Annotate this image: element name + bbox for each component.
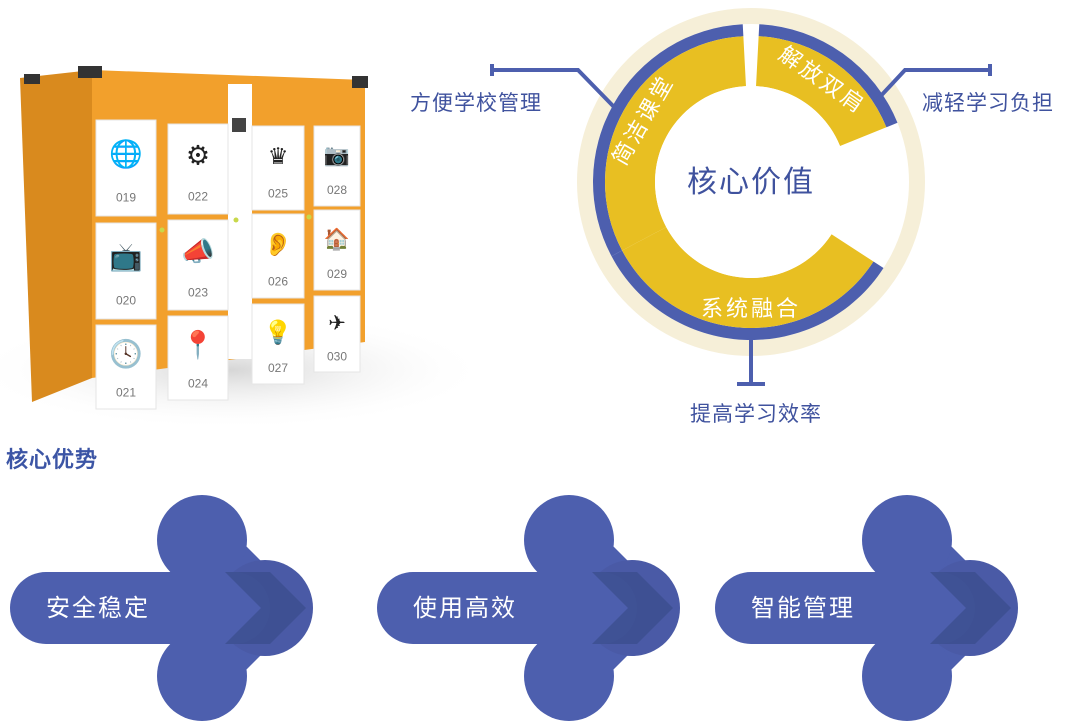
- locker-door-panel: [95, 222, 157, 320]
- arrow-shaft: [715, 572, 975, 644]
- advantage-arrow: 智能管理: [715, 495, 1018, 721]
- locker-door: 📍 024: [167, 315, 229, 401]
- advantage-label: 安全稳定: [46, 594, 150, 622]
- locker-door: 💡 027: [251, 303, 305, 385]
- locker-door-panel: [167, 219, 229, 311]
- value-label-efficiency: 提高学习效率: [690, 402, 822, 426]
- locker-door-number: 029: [327, 267, 347, 281]
- location-pin-icon: 📍: [181, 329, 215, 361]
- core-advantages-title: 核心优势: [6, 448, 99, 473]
- arrow-chevron-lower-cap: [524, 631, 614, 721]
- cabinet-corner-bracket: [352, 76, 368, 88]
- locker-door-number: 030: [327, 350, 347, 364]
- status-light: [233, 217, 239, 223]
- locker-door-number: 021: [116, 385, 136, 399]
- locker-door-panel: [167, 315, 229, 401]
- locker-door: 📣 023: [167, 219, 229, 311]
- camera-icon: 📷: [324, 143, 350, 167]
- gear-icon: ⚙: [186, 141, 210, 172]
- locker-door-panel: [251, 125, 305, 211]
- connector-line-right: [875, 68, 990, 102]
- ear-icon: 👂: [264, 231, 293, 258]
- locker-doors: 🌐 019 📺 020 🕓 021 ⚙ 022 📣 023 📍 024 ♛ 025 👂 026 💡 027 📷 028…: [95, 119, 361, 410]
- advantage-label: 使用高效: [413, 594, 517, 622]
- arrow-chevron-upper-cap: [524, 495, 614, 585]
- arrow-overlap-shade: [930, 572, 1011, 644]
- connector-line-left: [492, 68, 619, 112]
- locker-cabinet-illustration: 🌐 019 📺 020 🕓 021 ⚙ 022 📣 023 📍 024 ♛ 025 👂 026 💡 027 📷 028…: [0, 66, 490, 430]
- ring-segment-border: [758, 24, 898, 128]
- advantage-arrow: 使用高效: [377, 495, 680, 721]
- locker-door: 🌐 019: [95, 119, 157, 217]
- locker-door: 📷 028: [313, 125, 361, 207]
- locker-door-number: 023: [188, 286, 208, 300]
- locker-door-panel: [95, 324, 157, 410]
- arrow-overlap-shade: [225, 572, 306, 644]
- cabinet-side-panel: [20, 70, 92, 402]
- locker-door: 👂 026: [251, 213, 305, 299]
- garage-icon: 🏠: [324, 227, 350, 251]
- crown-icon: ♛: [268, 144, 289, 170]
- ring-segment-label: 系统融合: [701, 297, 801, 322]
- locker-door-number: 026: [268, 274, 288, 288]
- arrow-chevron-lower-cap: [157, 631, 247, 721]
- tv-play-icon: 📺: [109, 242, 143, 273]
- locker-door-number: 028: [327, 183, 347, 197]
- status-light: [306, 214, 312, 220]
- arrow-shaft: [10, 572, 270, 644]
- locker-door-number: 020: [116, 294, 136, 308]
- cabinet-corner-bracket: [78, 66, 102, 78]
- arrow-chevron-lower-cap: [862, 631, 952, 721]
- locker-door-panel: [251, 213, 305, 299]
- locker-door-number: 025: [268, 186, 288, 200]
- locker-door: 📺 020: [95, 222, 157, 320]
- locker-door-panel: [313, 295, 361, 373]
- core-value-ring-diagram: 简洁课堂解放双肩系统融合 方便学校管理 减轻学习负担 提高学习效率 核心价值: [410, 8, 1054, 426]
- ring-segment-border: [611, 250, 884, 340]
- locker-door-panel: [95, 119, 157, 217]
- locker-door: ⚙ 022: [167, 123, 229, 215]
- locker-door-panel: [251, 303, 305, 385]
- arrow-chevron-upper-cap: [157, 495, 247, 585]
- status-light: [159, 227, 165, 233]
- locker-door-panel: [313, 125, 361, 207]
- locker-door: 🏠 029: [313, 209, 361, 291]
- value-label-school-management: 方便学校管理: [410, 91, 542, 115]
- locker-door: 🕓 021: [95, 324, 157, 410]
- globe-icon: 🌐: [109, 138, 143, 170]
- ring-segments: 简洁课堂解放双肩系统融合: [577, 8, 925, 356]
- ring-segment: [622, 227, 874, 328]
- ring-center: [655, 86, 847, 278]
- advantage-arrows: 安全稳定 使用高效 智能管理: [10, 495, 1018, 721]
- locker-door: ✈ 030: [313, 295, 361, 373]
- locker-door-number: 027: [268, 361, 288, 375]
- locker-door-number: 022: [188, 190, 208, 204]
- arrow-shaft: [377, 572, 637, 644]
- cabinet-corner-bracket: [24, 74, 40, 84]
- locker-door-panel: [167, 123, 229, 215]
- locker-door-number: 024: [188, 376, 208, 390]
- qr-code-icon: [232, 118, 246, 132]
- locker-door: ♛ 025: [251, 125, 305, 211]
- advantage-label: 智能管理: [751, 594, 855, 622]
- locker-door-panel: [313, 209, 361, 291]
- locker-door-number: 019: [116, 191, 136, 205]
- arrow-chevron-upper-cap: [862, 495, 952, 585]
- core-value-center-label: 核心价值: [687, 165, 815, 200]
- ring-segment: [605, 36, 746, 251]
- airplane-icon: ✈: [328, 311, 346, 335]
- value-label-reduce-burden: 减轻学习负担: [922, 91, 1054, 115]
- clock-icon: 🕓: [109, 338, 143, 370]
- lightbulb-icon: 💡: [264, 319, 293, 346]
- arrow-overlap-shade: [592, 572, 673, 644]
- megaphone-icon: 📣: [181, 237, 215, 268]
- ring-segment-border: [592, 24, 744, 257]
- ring-segment: [756, 36, 887, 147]
- advantage-arrow: 安全稳定: [10, 495, 313, 721]
